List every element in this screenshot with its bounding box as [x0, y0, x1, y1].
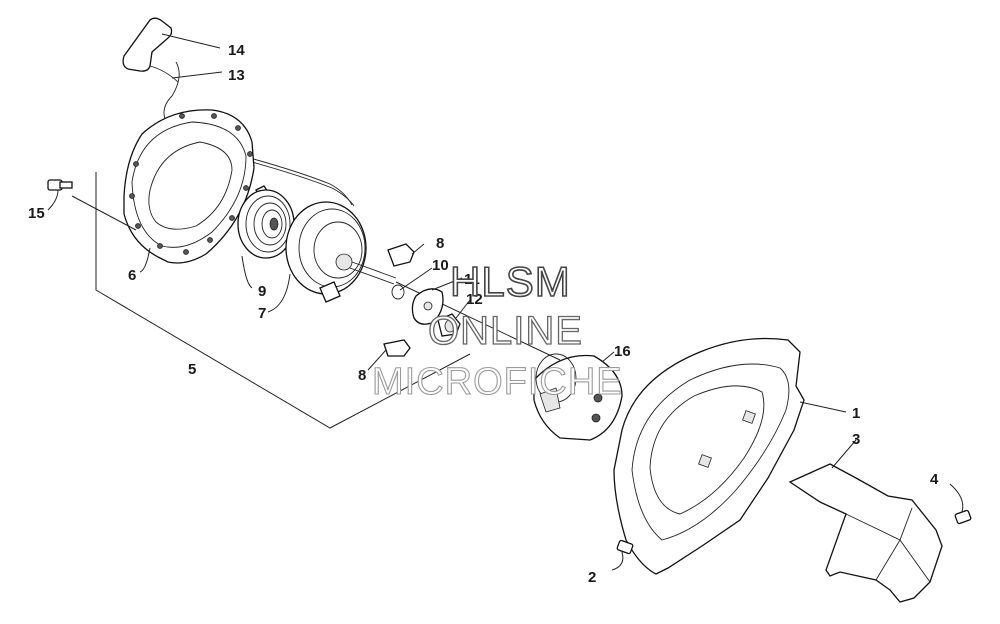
watermark-line-2: ONLINE [428, 309, 583, 353]
fan-cover [613, 337, 805, 575]
callout-6: 6 [128, 267, 136, 284]
starter-cup [533, 353, 623, 441]
air-duct [788, 463, 943, 603]
pawl [383, 243, 415, 357]
callout-8-top: 8 [436, 235, 444, 252]
callout-4: 4 [930, 471, 939, 488]
callout-1: 1 [852, 405, 860, 422]
callout-11: 11 [464, 271, 480, 288]
recoil-starter-housing [123, 109, 255, 264]
housing-bolt [47, 179, 73, 191]
rope-pulley [285, 201, 367, 303]
callout-7: 7 [258, 305, 266, 322]
callout-13: 13 [228, 67, 245, 84]
leader-lines [47, 33, 964, 571]
starter-handle [122, 17, 179, 83]
center-screw [437, 313, 461, 337]
watermark: HLSM ONLINE MICROFICHE [371, 257, 623, 403]
callout-8-bottom: 8 [358, 367, 366, 384]
callout-9: 9 [258, 283, 266, 300]
callout-16: 16 [614, 343, 631, 360]
assembly-bracket [95, 172, 471, 429]
callout-14: 14 [228, 42, 245, 59]
callout-5: 5 [188, 361, 196, 378]
callout-3: 3 [852, 431, 860, 448]
callout-2: 2 [588, 569, 596, 586]
watermark-line-1: HLSM [450, 258, 571, 305]
callout-10: 10 [432, 257, 449, 274]
callout-12: 12 [466, 291, 483, 308]
watermark-line-3: MICROFICHE [372, 361, 623, 403]
callout-15: 15 [28, 205, 45, 222]
cover-bolt [616, 509, 972, 555]
recoil-spring [237, 185, 295, 259]
